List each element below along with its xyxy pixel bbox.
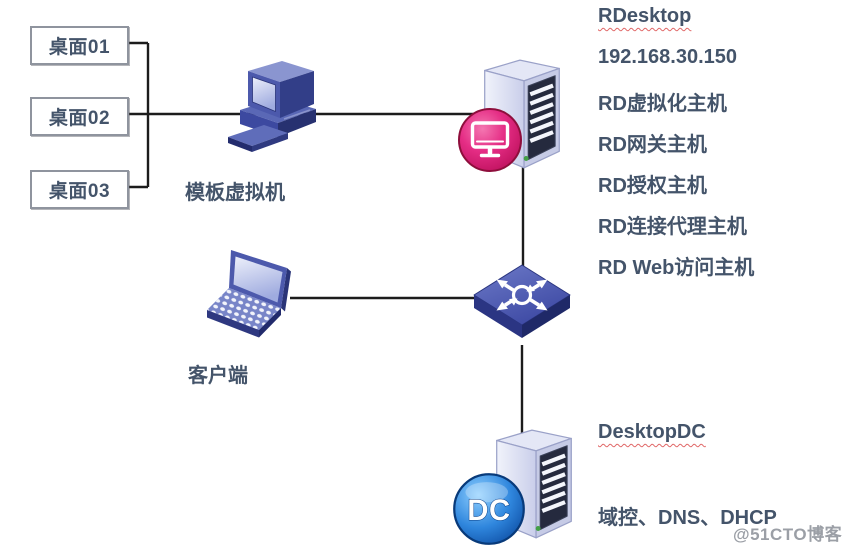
remote-desktop-badge [458,108,522,172]
watermark: @51CTO博客 [733,525,843,544]
rdesktop-role-gateway: RD网关主机 [598,134,707,156]
rdesktop-title: RDesktop [598,5,692,27]
dc-badge: DC [453,473,525,545]
rdesktop-info: RDesktop 192.168.30.150 RD虚拟化主机 RD网关主机 R… [598,5,754,292]
monitor-icon [470,121,510,158]
desktop-box-01: 桌面01 [30,26,129,65]
desktop-computer-icon [228,61,316,152]
template-vm-label: 模板虚拟机 [185,182,285,204]
rdesktop-role-web: RD Web访问主机 [598,257,755,279]
rdesktop-ip: 192.168.30.150 [598,46,738,68]
dc-badge-label: DC [467,495,510,527]
desktop-box-02-label: 桌面02 [48,108,111,129]
desktop-box-01-label: 桌面01 [48,37,111,58]
client-label: 客户端 [188,365,248,387]
dc-info: DesktopDC [598,421,706,462]
dc-title: DesktopDC [598,421,706,443]
laptop-icon [207,250,291,338]
desktop-box-02: 桌面02 [30,97,129,136]
switch-icon [473,264,571,338]
rdesktop-role-licensing: RD授权主机 [598,175,707,197]
rdesktop-role-virtualization: RD虚拟化主机 [598,93,727,115]
rdesktop-role-broker: RD连接代理主机 [598,216,747,238]
dc-roles: 域控、DNS、DHCP [598,507,777,529]
desktop-box-03-label: 桌面03 [48,181,111,202]
desktop-box-03: 桌面03 [30,170,129,209]
